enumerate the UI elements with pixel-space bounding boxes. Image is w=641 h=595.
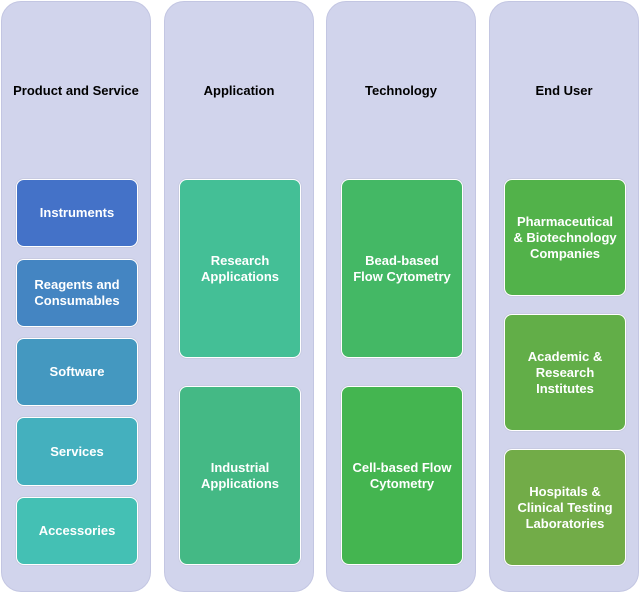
card-hospitals-clinical-labs: Hospitals & Clinical Testing Laboratorie… — [504, 449, 626, 566]
card-label: Accessories — [38, 523, 116, 538]
card-instruments: Instruments — [16, 179, 138, 247]
column-product-and-service: Product and Service Instruments Reagents… — [1, 1, 151, 592]
column-title: Product and Service — [13, 83, 139, 98]
card-accessories: Accessories — [16, 497, 138, 565]
card-label: Services — [50, 443, 104, 459]
card-industrial-applications: Industrial Applications — [179, 386, 301, 565]
card-label: Research Applications — [200, 252, 279, 284]
column-title: Technology — [365, 83, 437, 98]
card-label: Reagents and Consumables — [34, 277, 120, 308]
column-title: End User — [535, 83, 593, 98]
card-pharma-biotech-companies: Pharmaceutical & Biotechnology Companies — [504, 179, 626, 296]
column-end-user: End User Pharmaceutical & Biotechnology … — [489, 1, 639, 592]
card-label: Industrial Applications — [200, 459, 279, 491]
card-label: Instruments — [39, 205, 115, 220]
card-cell-based-flow-cytometry: Cell-based Flow Cytometry — [341, 386, 463, 565]
card-label: Cell-based Flow Cytometry — [352, 459, 452, 491]
card-research-applications: Research Applications — [179, 179, 301, 358]
card-reagents-and-consumables: Reagents and Consumables — [16, 259, 138, 327]
card-academic-research-institutes: Academic & Research Institutes — [504, 314, 626, 431]
card-software: Software — [16, 338, 138, 406]
card-label: Software — [49, 364, 105, 379]
card-services: Services — [16, 417, 138, 486]
column-technology: Technology Bead-based Flow Cytometry Cel… — [326, 1, 476, 592]
card-label: Pharmaceutical & Biotechnology Companies — [513, 213, 617, 261]
card-label: Academic & Research Institutes — [527, 348, 603, 396]
card-bead-based-flow-cytometry: Bead-based Flow Cytometry — [341, 179, 463, 358]
card-label: Hospitals & Clinical Testing Laboratorie… — [517, 483, 613, 531]
column-application: Application Research Applications Indust… — [164, 1, 314, 592]
card-label: Bead-based Flow Cytometry — [353, 252, 451, 284]
column-title: Application — [203, 83, 275, 98]
